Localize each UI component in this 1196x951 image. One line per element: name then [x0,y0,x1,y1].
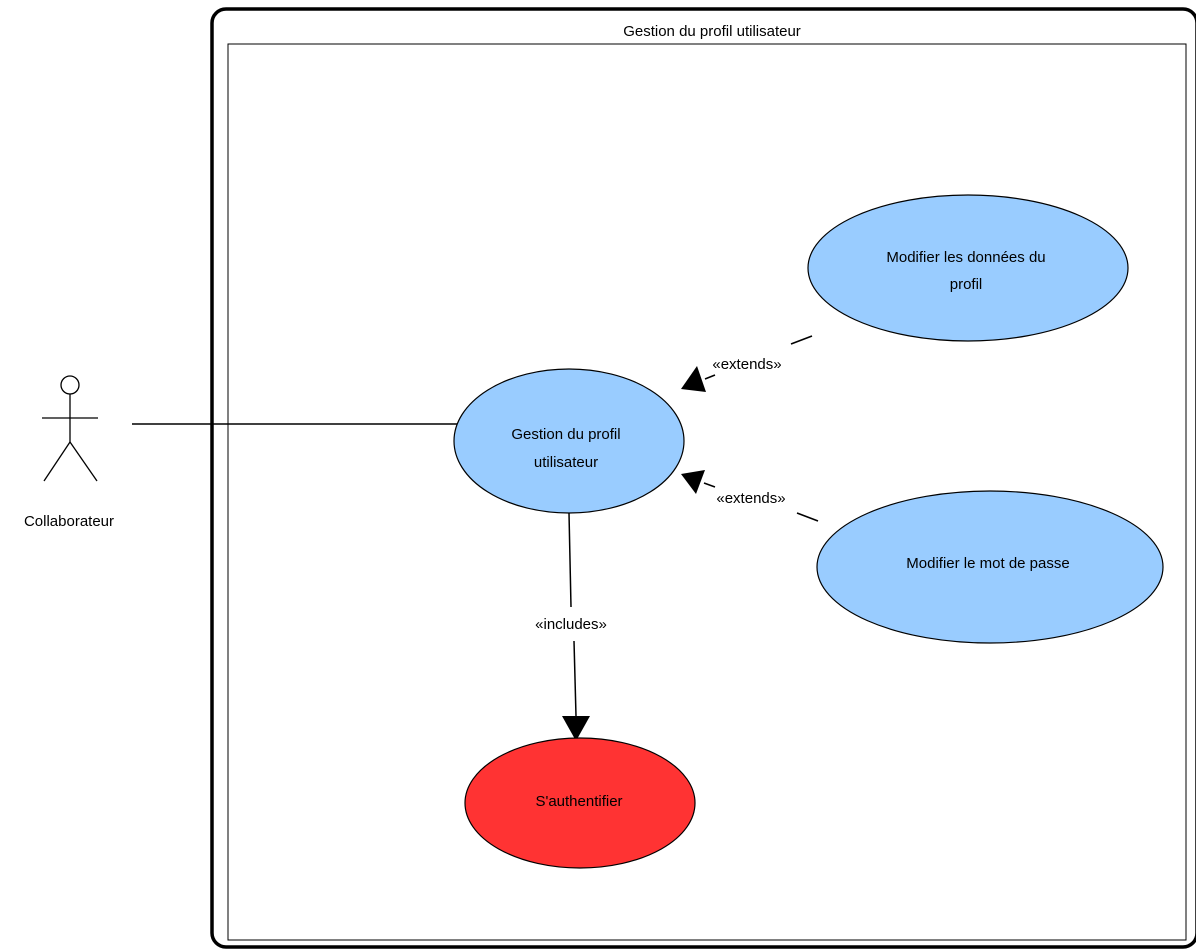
includes-relation[interactable]: «includes» [535,512,607,741]
stick-figure-icon [42,375,98,482]
usecase-label-line1: Modifier les données du [886,249,1045,266]
usecase-label: Modifier le mot de passe [906,555,1069,572]
usecase-authentifier[interactable]: S'authentifier [464,737,696,869]
includes-label: «includes» [535,616,607,633]
usecase-label-line1: Gestion du profil [511,426,620,443]
arrowhead-icon [562,716,590,741]
system-boundary-outer [210,7,1196,949]
actor-name: Collaborateur [24,513,114,530]
usecase-gestion-profil[interactable]: Gestion du profil utilisateur [453,368,685,514]
extends-relation-data[interactable]: «extends» [681,335,813,392]
system-title: Gestion du profil utilisateur [623,23,801,40]
extends-label: «extends» [712,356,781,373]
actor-collaborateur[interactable]: Collaborateur [24,375,114,530]
system-boundary-inner [227,43,1187,941]
extends-relation-password[interactable]: «extends» [681,470,819,522]
usecase-modifier-mot-de-passe[interactable]: Modifier le mot de passe [816,490,1164,644]
usecase-ellipse [816,490,1164,644]
arrowhead-icon [681,366,706,392]
system-boundary[interactable]: Gestion du profil utilisateur [210,7,1196,949]
extends-label: «extends» [716,490,785,507]
usecase-label-line2: utilisateur [534,454,598,471]
usecase-ellipse [464,737,696,869]
usecase-label: S'authentifier [535,793,622,810]
includes-line-segment [573,640,577,717]
extends-line-segment [703,482,716,488]
arrowhead-icon [681,470,705,494]
includes-line-segment [568,512,572,608]
usecase-ellipse [807,194,1129,342]
extends-line-segment [704,374,716,380]
extends-line-segment [790,335,813,345]
usecase-ellipse [453,368,685,514]
extends-line-segment [796,512,819,522]
usecase-label-line2: profil [950,276,983,293]
usecase-modifier-donnees[interactable]: Modifier les données du profil [807,194,1129,342]
